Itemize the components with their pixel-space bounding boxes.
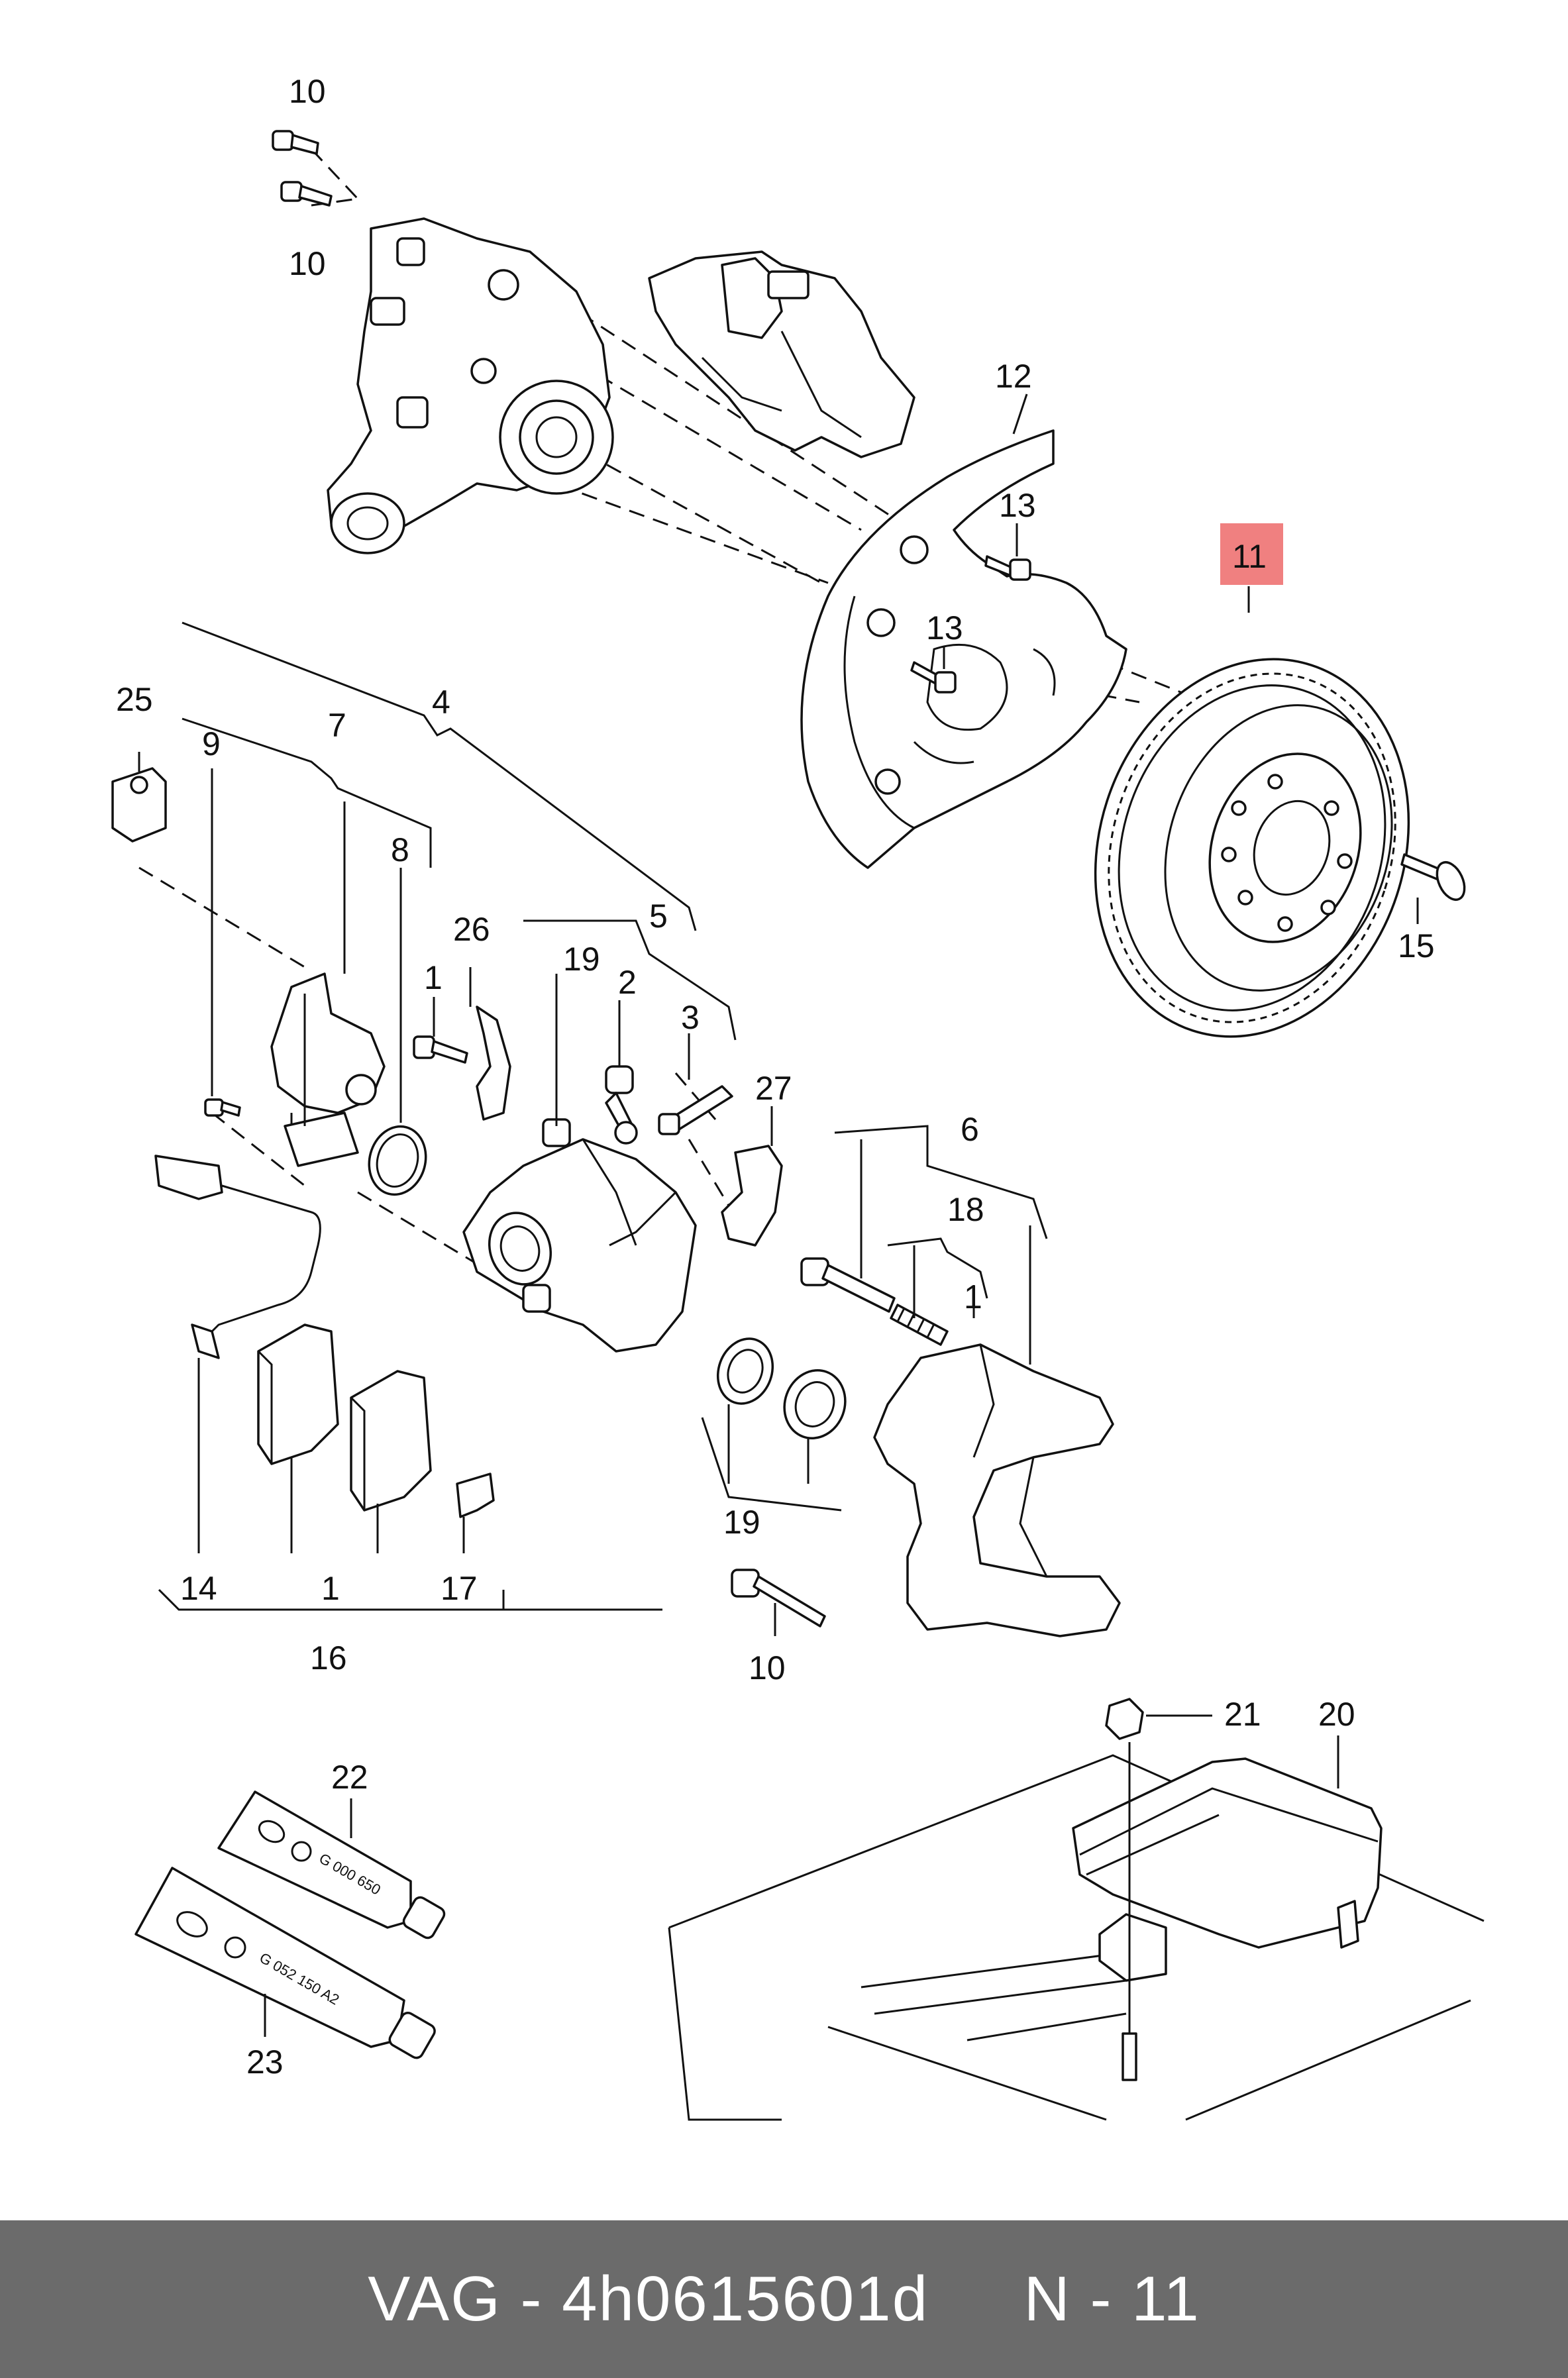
- brake-caliper-5: [462, 1118, 697, 1353]
- footer-ref: N - 11: [1023, 2263, 1200, 2334]
- callout-7: 7: [328, 707, 346, 744]
- clip-27: [721, 1145, 783, 1247]
- callout-12: 12: [995, 358, 1032, 395]
- caliper-top: [648, 250, 915, 458]
- callout-10-top-a: 10: [289, 73, 326, 110]
- bolt-10-top-a: [272, 130, 319, 155]
- callout-9: 9: [202, 725, 221, 762]
- parts-diagram: G 000 650 G 052 150 A2: [111, 73, 1485, 2121]
- callout-19-b: 19: [723, 1504, 760, 1541]
- callout-10-top-b: 10: [289, 245, 326, 282]
- bolt-13-upper: [984, 555, 1031, 581]
- callout-21: 21: [1224, 1696, 1261, 1733]
- callout-27: 27: [755, 1070, 792, 1107]
- callout-numbers: 10 10 12 13 11 13 25 4 9 7 8 15 26 5 1 1…: [116, 73, 1435, 2081]
- callout-10-lower: 10: [749, 1649, 786, 1686]
- callout-3: 3: [681, 999, 700, 1036]
- callout-1-b: 1: [964, 1278, 982, 1316]
- brake-pad-inner: [257, 1323, 339, 1465]
- screw-15: [1400, 853, 1466, 901]
- brake-pad-outer: [350, 1370, 432, 1512]
- callout-16: 16: [310, 1639, 347, 1677]
- brake-disc: [1094, 658, 1410, 1038]
- bolt-10-lower: [731, 1569, 826, 1628]
- wear-sensor-14: [154, 1155, 321, 1359]
- nut-21: [1105, 1698, 1144, 2081]
- callout-highlight-11: [1220, 523, 1283, 585]
- footer-bar: VAG - 4h0615601d N - 11: [0, 2220, 1568, 2378]
- callout-23: 23: [246, 2043, 284, 2081]
- callout-1-c: 1: [321, 1570, 340, 1607]
- footer-part-number: 4h0615601d: [562, 2263, 929, 2334]
- footer-brand: VAG: [368, 2263, 501, 2334]
- guide-bolt-18: [890, 1304, 949, 1346]
- callout-22: 22: [331, 1759, 368, 1796]
- callout-25: 25: [116, 681, 153, 718]
- seal-piston: [284, 1111, 359, 1167]
- footer-separator: -: [520, 2263, 543, 2334]
- bolt-13-lower: [910, 661, 957, 694]
- wheel-bearing-housing: [327, 217, 614, 554]
- grease-tube-23: G 052 150 A2: [134, 1867, 436, 2059]
- callout-5: 5: [649, 898, 668, 935]
- callout-20: 20: [1318, 1696, 1355, 1733]
- callout-17: 17: [441, 1570, 478, 1607]
- bushing-19-a: [716, 1337, 774, 1405]
- clip-17: [456, 1473, 495, 1518]
- callout-13-lower: 13: [926, 609, 963, 646]
- callout-1-a: 1: [424, 959, 443, 996]
- callout-14: 14: [180, 1570, 217, 1607]
- leader-lines: [138, 393, 1419, 2037]
- bolt-10-top-b: [280, 181, 333, 207]
- bleed-valve-3: [658, 1085, 733, 1135]
- bolt-9: [204, 1098, 241, 1117]
- callout-8: 8: [391, 831, 409, 868]
- o-ring-8: [368, 1125, 427, 1196]
- connector-25: [111, 767, 167, 843]
- caliper-bracket-6: [873, 1343, 1121, 1637]
- bushing-19-b: [783, 1369, 847, 1439]
- brake-splash-shield: [800, 429, 1127, 869]
- guide-bolt-1-b: [800, 1257, 896, 1313]
- callout-15: 15: [1398, 927, 1435, 964]
- spring-26: [476, 1006, 511, 1121]
- grease-tube-22: G 000 650: [217, 1790, 446, 1939]
- callout-19-a: 19: [563, 941, 600, 978]
- callout-26: 26: [453, 911, 490, 948]
- callout-6: 6: [961, 1111, 979, 1148]
- bolt-1-a: [413, 1035, 468, 1064]
- group-brackets: [158, 621, 1048, 1611]
- guide-pin-2: [605, 1065, 638, 1145]
- control-unit-20: [1072, 1757, 1383, 1982]
- callout-13-upper: 13: [999, 487, 1036, 524]
- callout-4: 4: [432, 684, 450, 721]
- callout-2: 2: [618, 964, 637, 1001]
- callout-18: 18: [947, 1191, 984, 1228]
- callout-11: 11: [1232, 538, 1267, 575]
